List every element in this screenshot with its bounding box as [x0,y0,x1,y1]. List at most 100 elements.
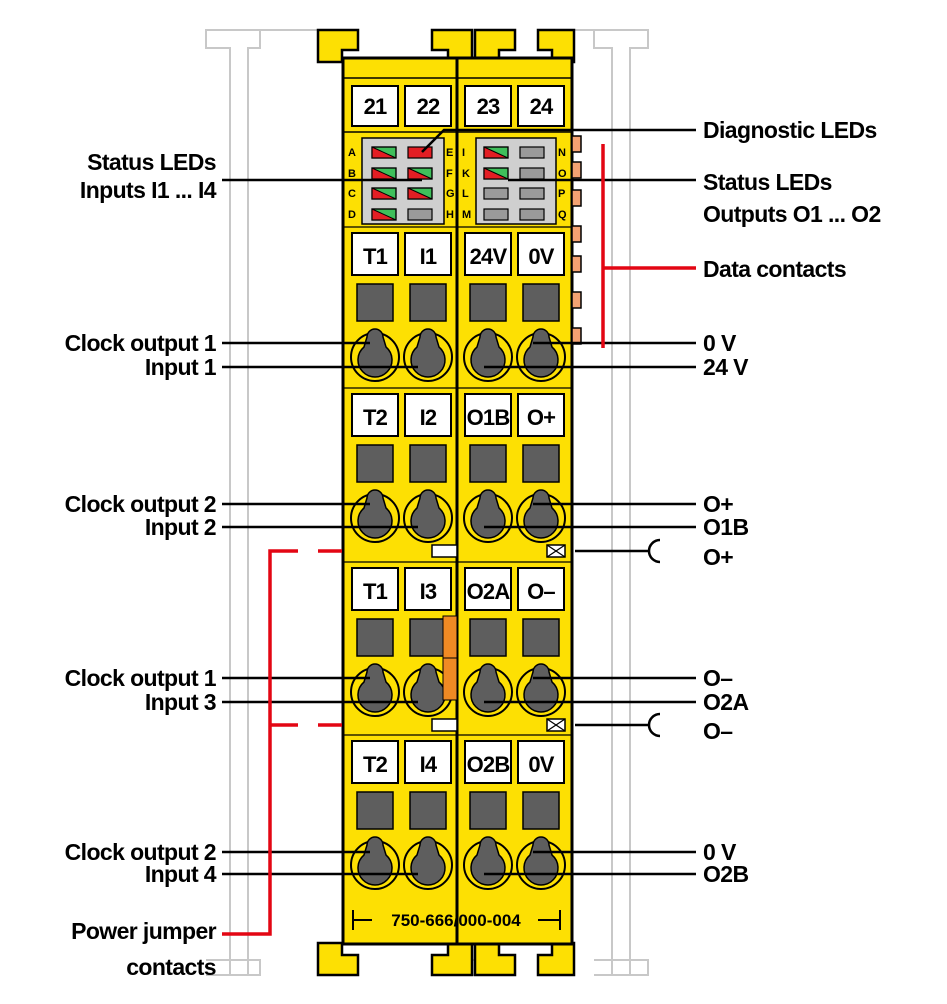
data-contacts-label: Data contacts [703,256,846,282]
release-button[interactable] [522,618,560,657]
power-jumper-label-1: Power jumper [71,918,217,944]
release-button[interactable] [469,791,507,830]
svg-text:N: N [558,147,566,159]
status-led [519,187,545,200]
svg-text:M: M [462,209,471,221]
terminal-tag-label: I3 [420,579,437,604]
terminal-tag-label: O1B [467,405,510,430]
terminal-tag [404,232,452,276]
part-number-strip: 750-666/000-004 [352,910,561,930]
terminal-tag [517,393,565,437]
svg-text:A: A [348,147,356,159]
terminal-tag [464,393,512,437]
svg-text:F: F [446,168,453,180]
status-led [519,208,545,221]
leader-lines [222,128,696,876]
right-terminal-label: 0 V [703,839,737,865]
status-led [519,146,545,159]
terminal-tag-label: T2 [363,752,388,777]
left-terminal-label: Input 4 [145,861,217,887]
status-leds-inputs-label-1: Status LEDs [87,149,216,175]
svg-text:L: L [462,188,469,200]
status-led [371,167,397,180]
terminal-tag [464,740,512,784]
status-leds-outputs-label-1: Status LEDs [703,169,832,195]
release-button[interactable] [409,618,447,657]
terminal-tag [351,740,399,784]
terminal-tag-label: I4 [420,752,438,777]
status-led [371,187,397,200]
power-jumper-label-ominus: O– [703,718,733,744]
right-terminal-label: O2B [703,861,749,887]
status-led [407,167,433,180]
data-contacts [571,135,582,345]
svg-text:K: K [462,168,470,180]
release-button[interactable] [356,791,394,830]
left-terminal-label: Clock output 2 [65,491,216,517]
wire-clamp[interactable] [470,328,506,378]
wire-clamp[interactable] [523,328,559,378]
terminal-tag-label: O– [527,579,555,604]
release-button[interactable] [356,618,394,657]
wire-clamp[interactable] [523,663,559,713]
release-button[interactable] [469,283,507,322]
terminal-numbers: 21 22 23 24 [351,85,565,127]
terminal-tag [517,567,565,611]
terminal-tag-label: I1 [420,244,437,269]
svg-text:H: H [446,209,454,221]
terminal-tag-label: T1 [363,579,388,604]
part-number: 750-666/000-004 [391,911,521,930]
terminal-tag [464,232,512,276]
status-led [407,187,433,200]
status-led [483,146,509,159]
terminal-tag-label: 24V [470,244,508,269]
terminal-number-22: 22 [417,94,440,119]
wire-clamp[interactable] [470,663,506,713]
left-terminal-label: Clock output 2 [65,839,216,865]
terminal-tag [351,232,399,276]
svg-text:B: B [348,168,356,180]
wire-clamp[interactable] [357,663,393,713]
release-button[interactable] [356,444,394,483]
diagnostic-leds-label: Diagnostic LEDs [703,117,877,143]
terminal-tag-label: 0V [528,244,554,269]
release-button[interactable] [409,283,447,322]
right-labels: Diagnostic LEDs Status LEDs Outputs O1 .… [703,117,881,744]
svg-text:E: E [446,147,453,159]
wire-clamp[interactable] [410,328,446,378]
release-button[interactable] [409,444,447,483]
wire-clamp[interactable] [410,489,446,539]
terminal-tag-label: O2B [467,752,510,777]
release-button[interactable] [409,791,447,830]
terminal-tag [404,567,452,611]
release-button[interactable] [522,283,560,322]
release-button[interactable] [522,444,560,483]
status-led [371,208,397,221]
terminal-tag-label: T2 [363,405,388,430]
status-led [407,146,433,159]
release-button[interactable] [522,791,560,830]
wire-clamp[interactable] [357,328,393,378]
terminal-tag-label: O+ [527,405,555,430]
jumper-slots [431,544,566,732]
release-button[interactable] [469,618,507,657]
wire-clamp[interactable] [410,836,446,886]
status-leds-inputs-label-2: Inputs I1 ... I4 [80,177,217,203]
terminal-tag [404,393,452,437]
release-button[interactable] [469,444,507,483]
svg-text:C: C [348,188,356,200]
din-rail [205,29,649,976]
terminal-tag [351,393,399,437]
release-button[interactable] [356,283,394,322]
svg-text:I: I [462,147,465,159]
power-jumper-label-oplus: O+ [703,544,733,570]
terminal-tag [517,740,565,784]
right-terminal-label: 0 V [703,330,737,356]
svg-text:Q: Q [558,209,567,221]
status-led [371,146,397,159]
